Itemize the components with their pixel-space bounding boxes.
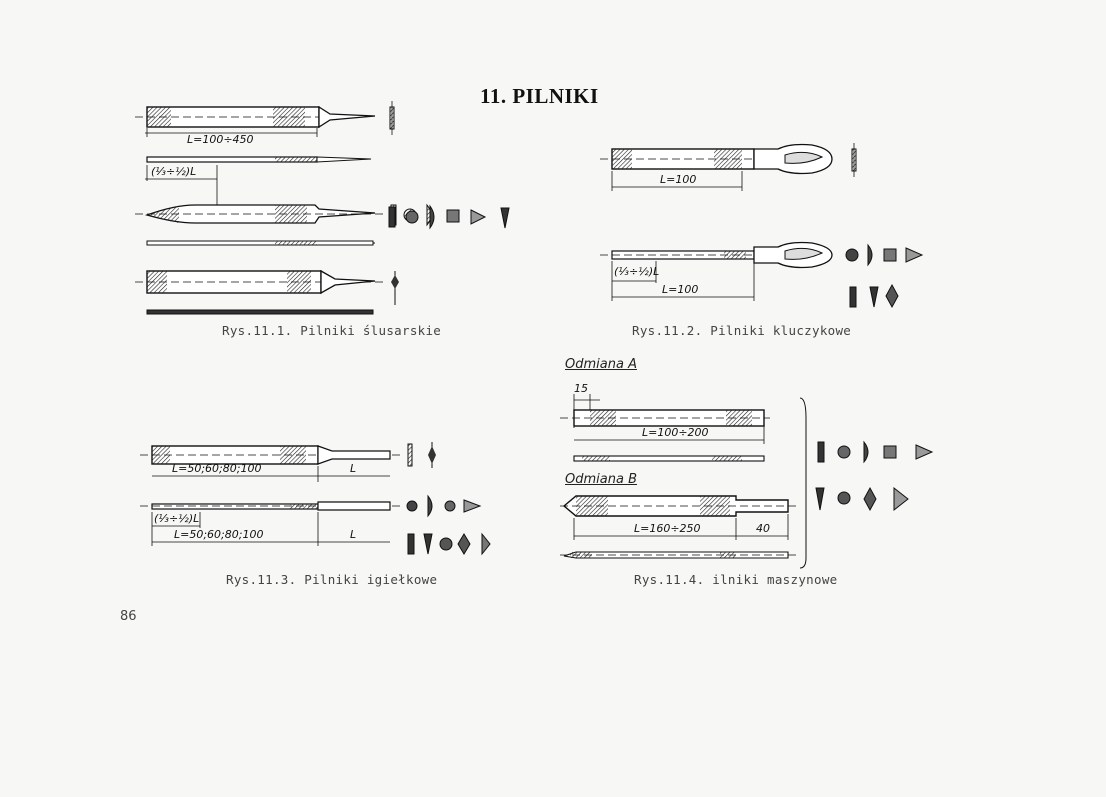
key-file-top: L=100 — [600, 143, 857, 191]
needle-file-bottom: (⅓÷½)L L=50;60;80;100 L — [140, 501, 400, 546]
cross-sections — [845, 243, 924, 309]
figure-11-1-caption: Rys.11.1. Pilniki ślusarskie — [222, 323, 442, 338]
figure-11-4-drawing: 15 L=100÷200 L=160÷250 40 — [560, 382, 934, 569]
figure-11-3-drawing: L=50;60;80;100 L (⅓÷½)L L=50;60;80;100 L — [140, 442, 491, 556]
offset-label: 15 — [574, 382, 588, 395]
dim-fraction-label: (⅓÷½)L — [154, 512, 199, 525]
cross-sections — [406, 494, 491, 556]
square-file-drawing — [135, 269, 399, 315]
needle-file-top: L=50;60;80;100 L — [140, 442, 436, 482]
flat-file-side-view: (⅓÷½)L — [145, 156, 372, 205]
variant-a-label: Odmiana A — [565, 357, 637, 372]
variant-b-label: Odmiana B — [565, 472, 637, 487]
length-label: L=160÷250 — [634, 522, 701, 535]
machine-file-variant-a: 15 L=100÷200 — [560, 382, 770, 462]
dim-handle-bottom-label: L — [350, 528, 356, 541]
figure-11-1-sections — [388, 204, 510, 230]
dim-handle-top-label: L — [350, 462, 356, 475]
flat-file-drawing: L=100÷450 — [135, 101, 395, 146]
machine-file-variant-b: L=160÷250 40 — [560, 495, 796, 559]
dim-length-top-label: L=50;60;80;100 — [172, 462, 261, 475]
cross-sections — [815, 440, 934, 512]
dim-length-bottom-label: L=100 — [662, 283, 698, 296]
dim-length-bottom-label: L=50;60;80;100 — [174, 528, 263, 541]
half-round-file-drawing — [135, 204, 383, 246]
page-number: 86 — [120, 609, 137, 624]
figure-11-2-caption: Rys.11.2. Pilniki kluczykowe — [632, 323, 852, 338]
page-title: 11. PILNIKI — [480, 84, 599, 108]
dim-fraction-label: (⅓÷½)L — [614, 265, 659, 278]
dim-fraction-label: (⅓÷½)L — [151, 165, 196, 178]
length-label: L=100÷200 — [642, 426, 709, 439]
key-file-bottom: (⅓÷½)L L=100 — [600, 241, 833, 301]
figure-11-3-caption: Rys.11.3. Pilniki igiełkowe — [226, 572, 438, 587]
shank-label: 40 — [756, 522, 770, 535]
dim-length-top-label: L=100 — [660, 173, 696, 186]
figure-11-2-drawing: L=100 (⅓÷½)L L=100 — [600, 143, 924, 309]
dim-length-label: L=100÷450 — [187, 133, 254, 146]
figure-11-4-caption: Rys.11.4. ilniki maszynowe — [634, 572, 838, 587]
